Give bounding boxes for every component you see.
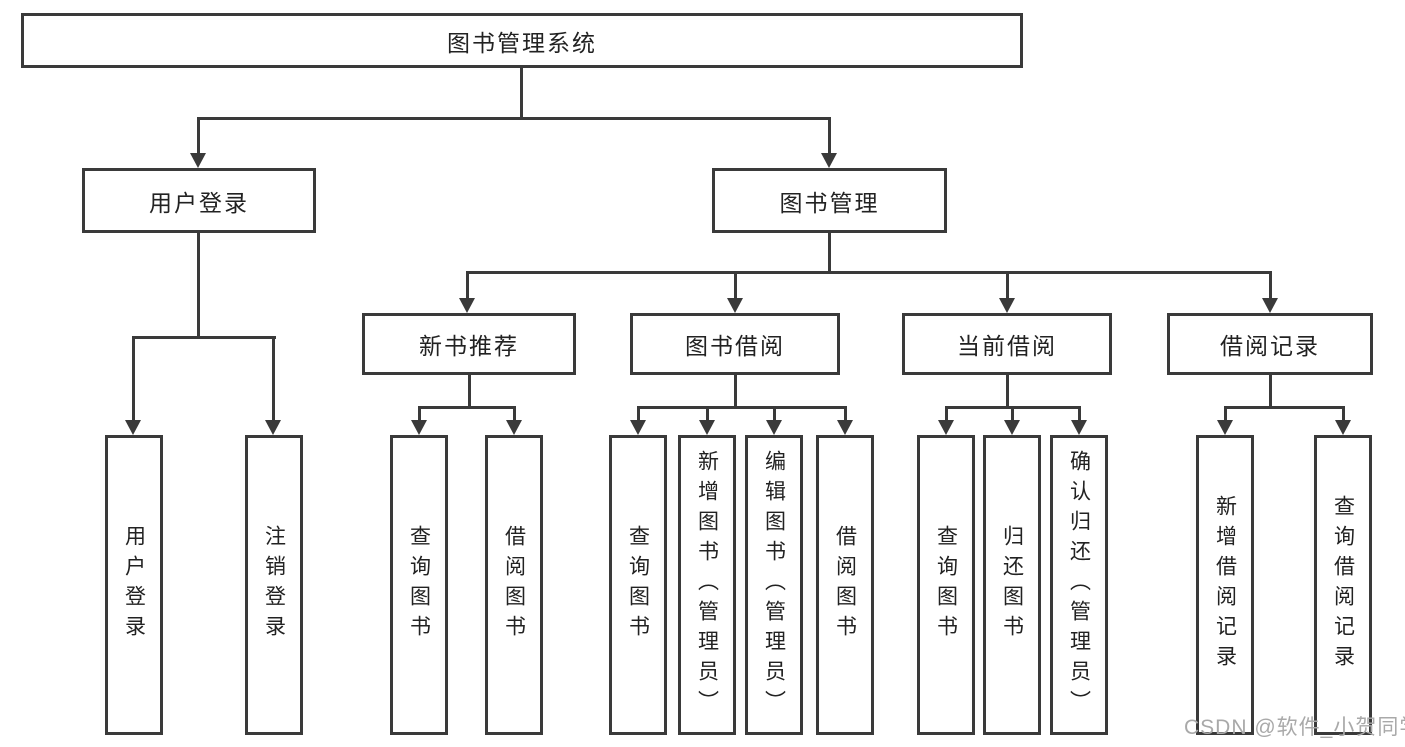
connector-line: [272, 336, 275, 422]
arrowhead-down-icon: [411, 420, 427, 435]
node-leaf-add-borrow-record: 新增借阅记录: [1196, 435, 1254, 735]
node-leaf-confirm-return-admin: 确认归还（管理员）: [1050, 435, 1108, 735]
arrowhead-down-icon: [190, 153, 206, 168]
connector-line: [418, 406, 421, 422]
connector-line: [945, 406, 948, 422]
connector-line: [132, 336, 276, 339]
arrowhead-down-icon: [699, 420, 715, 435]
node-user-login-label: 用户登录: [149, 189, 249, 216]
arrowhead-down-icon: [938, 420, 954, 435]
node-leaf-add-books-admin: 新增图书（管理员）: [678, 435, 736, 735]
connector-line: [706, 406, 709, 422]
arrowhead-down-icon: [630, 420, 646, 435]
arrowhead-down-icon: [125, 420, 141, 435]
node-borrow-records: 借阅记录: [1167, 313, 1373, 375]
node-leaf-query-books-current-label: 查询图书: [934, 525, 958, 645]
arrowhead-down-icon: [1004, 420, 1020, 435]
connector-line: [197, 117, 831, 120]
connector-line: [828, 117, 831, 155]
node-leaf-add-borrow-record-label: 新增借阅记录: [1213, 495, 1237, 675]
connector-line: [1006, 375, 1009, 408]
node-leaf-logout: 注销登录: [245, 435, 303, 735]
node-leaf-borrow-books-recommend: 借阅图书: [485, 435, 543, 735]
connector-line: [197, 117, 200, 155]
connector-line: [197, 233, 200, 337]
connector-line: [773, 406, 776, 422]
node-leaf-borrow-books: 借阅图书: [816, 435, 874, 735]
connector-line: [1006, 271, 1009, 299]
node-library-system-label: 图书管理系统: [447, 29, 597, 56]
node-library-system: 图书管理系统: [21, 13, 1023, 68]
node-book-borrow: 图书借阅: [630, 313, 840, 375]
connector-line: [1224, 406, 1345, 409]
node-user-login: 用户登录: [82, 168, 316, 233]
node-current-borrow: 当前借阅: [902, 313, 1112, 375]
node-leaf-logout-label: 注销登录: [262, 525, 286, 645]
arrowhead-down-icon: [1071, 420, 1087, 435]
node-book-management: 图书管理: [712, 168, 947, 233]
node-leaf-confirm-return-admin-label: 确认归还（管理员）: [1067, 450, 1091, 720]
connector-line: [1342, 406, 1345, 422]
connector-line: [466, 271, 469, 299]
connector-line: [513, 406, 516, 422]
arrowhead-down-icon: [459, 298, 475, 313]
connector-line: [734, 271, 737, 299]
node-leaf-user-login-label: 用户登录: [122, 525, 146, 645]
connector-line: [520, 68, 523, 118]
arrowhead-down-icon: [821, 153, 837, 168]
connector-line: [844, 406, 847, 422]
node-leaf-query-borrow-record-label: 查询借阅记录: [1331, 495, 1355, 675]
node-leaf-borrow-books-recommend-label: 借阅图书: [502, 525, 526, 645]
arrowhead-down-icon: [999, 298, 1015, 313]
node-current-borrow-label: 当前借阅: [957, 333, 1057, 359]
node-leaf-borrow-books-label: 借阅图书: [833, 525, 857, 645]
arrowhead-down-icon: [837, 420, 853, 435]
node-leaf-edit-books-admin-label: 编辑图书（管理员）: [762, 450, 786, 720]
connector-line: [1224, 406, 1227, 422]
arrowhead-down-icon: [1335, 420, 1351, 435]
connector-line: [637, 406, 847, 409]
node-leaf-edit-books-admin: 编辑图书（管理员）: [745, 435, 803, 735]
node-leaf-return-books: 归还图书: [983, 435, 1041, 735]
node-leaf-user-login: 用户登录: [105, 435, 163, 735]
node-leaf-query-books-borrow: 查询图书: [609, 435, 667, 735]
connector-line: [637, 406, 640, 422]
arrowhead-down-icon: [766, 420, 782, 435]
connector-line: [466, 271, 1272, 274]
node-leaf-query-books-borrow-label: 查询图书: [626, 525, 650, 645]
connector-line: [734, 375, 737, 408]
arrowhead-down-icon: [506, 420, 522, 435]
node-leaf-add-books-admin-label: 新增图书（管理员）: [695, 450, 719, 720]
node-new-book-recommend-label: 新书推荐: [419, 333, 519, 359]
watermark: CSDN @软件_小贺同学: [1184, 716, 1405, 739]
node-leaf-query-books-current: 查询图书: [917, 435, 975, 735]
node-leaf-query-borrow-record: 查询借阅记录: [1314, 435, 1372, 735]
connector-line: [1078, 406, 1081, 422]
connector-line: [1011, 406, 1014, 422]
node-book-borrow-label: 图书借阅: [685, 333, 785, 359]
node-borrow-records-label: 借阅记录: [1220, 333, 1320, 359]
node-leaf-query-books-recommend: 查询图书: [390, 435, 448, 735]
connector-line: [1269, 375, 1272, 408]
connector-line: [468, 375, 471, 408]
connector-line: [418, 406, 516, 409]
connector-line: [1269, 271, 1272, 299]
arrowhead-down-icon: [727, 298, 743, 313]
connector-line: [132, 336, 135, 422]
arrowhead-down-icon: [1217, 420, 1233, 435]
node-book-management-label: 图书管理: [779, 189, 880, 216]
node-leaf-query-books-recommend-label: 查询图书: [407, 525, 431, 645]
arrowhead-down-icon: [1262, 298, 1278, 313]
arrowhead-down-icon: [265, 420, 281, 435]
node-new-book-recommend: 新书推荐: [362, 313, 576, 375]
connector-line: [828, 233, 831, 273]
node-leaf-return-books-label: 归还图书: [1000, 525, 1024, 645]
